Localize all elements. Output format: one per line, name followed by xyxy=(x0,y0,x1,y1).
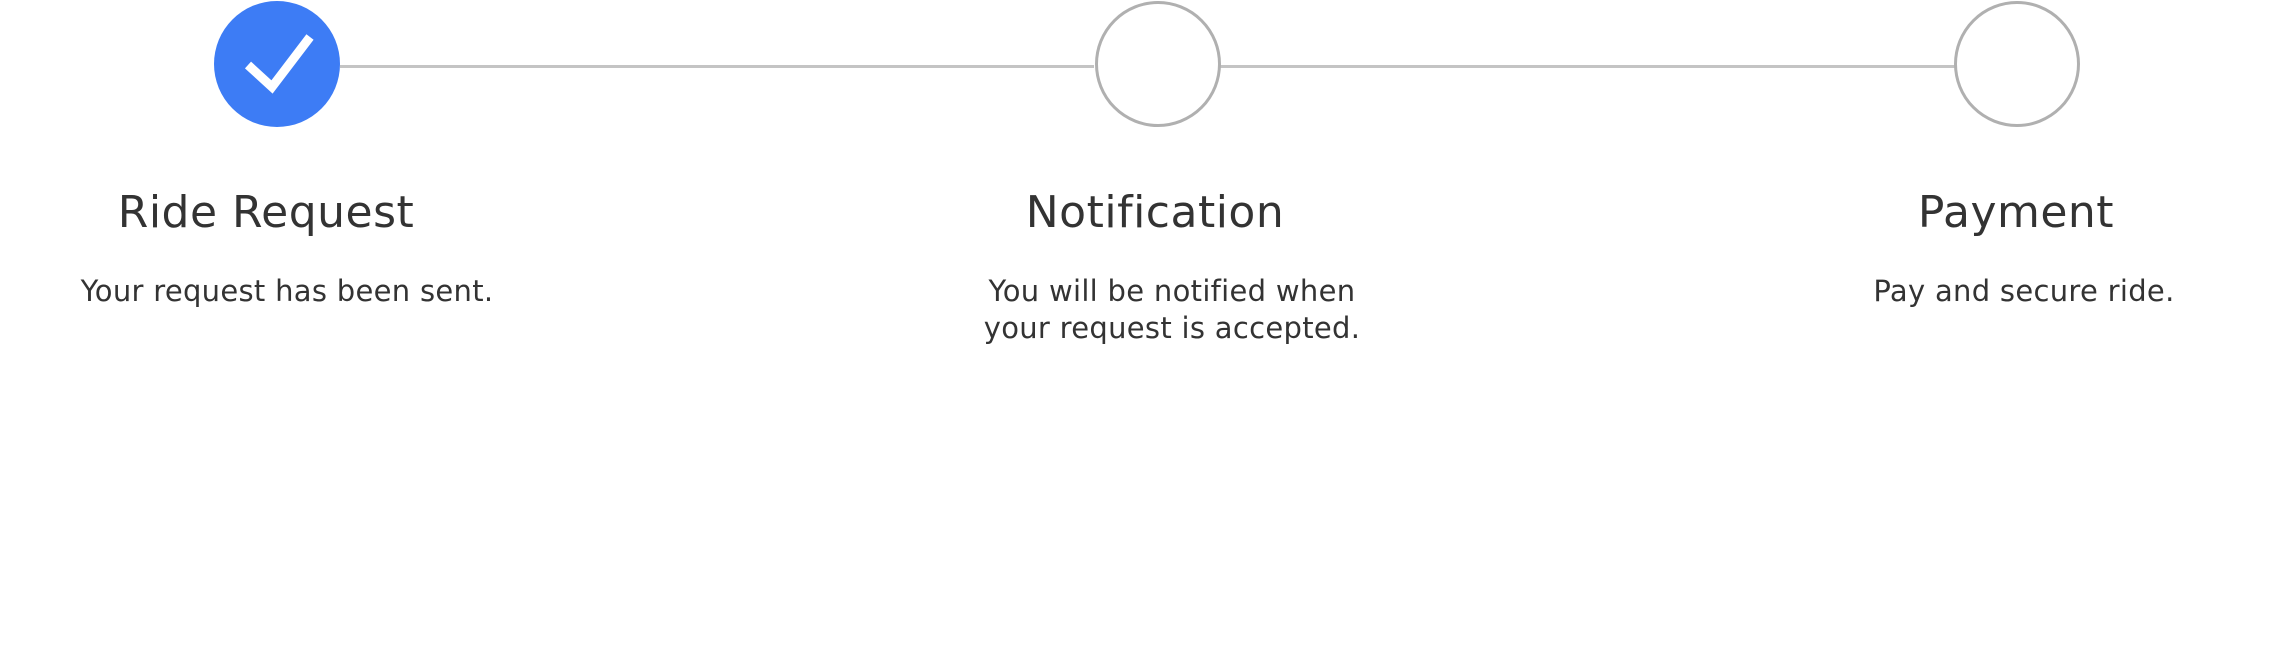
step-title-notification: Notification xyxy=(1025,187,1285,238)
step-description-payment: Pay and secure ride. xyxy=(1873,274,2175,308)
step-connector xyxy=(340,65,1094,68)
step-title-payment: Payment xyxy=(1917,187,2115,238)
step-indicator-notification[interactable] xyxy=(1095,1,1221,127)
step-title-ride-request: Ride Request xyxy=(117,187,415,238)
step-indicator-payment[interactable] xyxy=(1954,1,2080,127)
step-description-notification: You will be notified when your request i… xyxy=(983,274,1361,345)
check-icon xyxy=(244,34,314,94)
step-indicator-ride-request[interactable] xyxy=(214,1,340,127)
step-description-ride-request: Your request has been sent. xyxy=(80,274,494,308)
step-connector xyxy=(1220,65,1956,68)
